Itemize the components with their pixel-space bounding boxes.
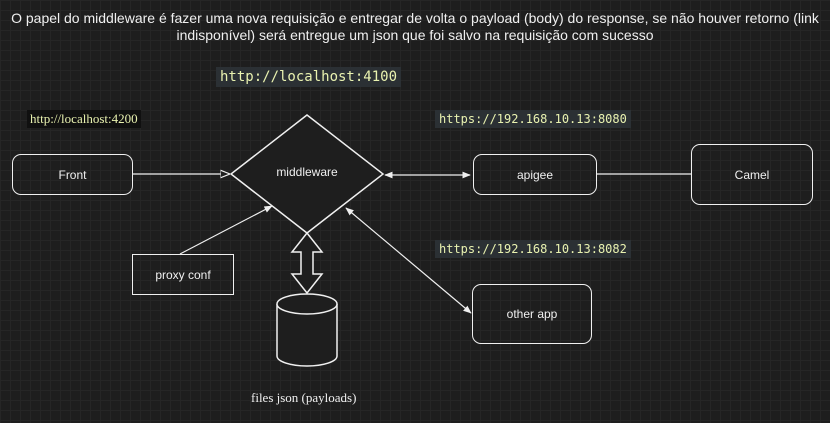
files-json-database-shape[interactable] [276, 293, 338, 367]
apigee-node[interactable]: apigee [473, 154, 597, 195]
other-app-node[interactable]: other app [472, 284, 592, 344]
files-json-label: files json (payloads) [251, 390, 357, 405]
camel-node[interactable]: Camel [691, 144, 813, 205]
front-node[interactable]: Front [12, 154, 133, 195]
other-app-url-label: https://192.168.10.13:8082 [435, 240, 631, 258]
middleware-label: middleware [276, 165, 338, 179]
front-url-label: http://localhost:4200 [27, 110, 141, 128]
middleware-other-app-arrow [345, 207, 472, 314]
middleware-files-double-arrow [290, 231, 324, 295]
middleware-url-label: http://localhost:4100 [216, 67, 402, 87]
proxy-conf-node[interactable]: proxy conf [132, 254, 234, 295]
proxy-to-middleware-arrow [179, 205, 273, 255]
description-text: O papel do middleware é fazer uma nova r… [11, 10, 819, 43]
apigee-url-label: https://192.168.10.13:8080 [435, 110, 631, 128]
